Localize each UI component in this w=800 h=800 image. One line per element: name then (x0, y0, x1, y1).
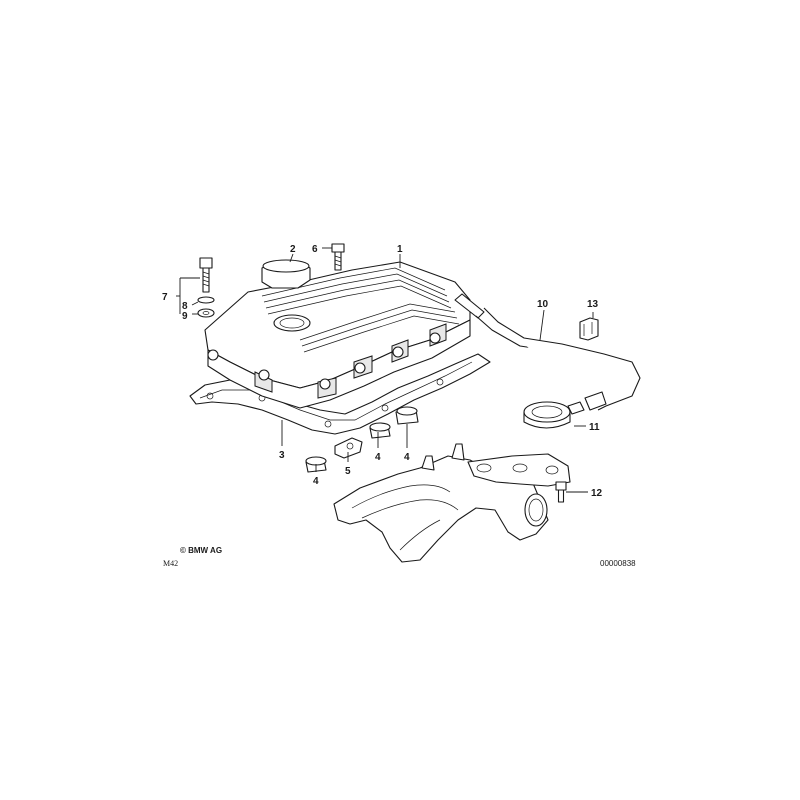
vent-hose[interactable] (475, 307, 641, 411)
callout-11: 11 (589, 422, 600, 433)
callout-labels: 1 2 3 4 4 4 5 6 7 8 9 10 11 12 13 (162, 244, 603, 499)
bolt-7[interactable] (199, 257, 213, 293)
seal-ring-4b[interactable] (369, 422, 391, 439)
cylinder-head-cover[interactable] (204, 261, 485, 409)
callout-6: 6 (312, 244, 318, 255)
leader-lines (176, 247, 594, 493)
footer: M42 © BMW AG 00000838 (163, 546, 636, 568)
callout-4b: 4 (375, 452, 381, 463)
oil-filler-cap[interactable] (261, 259, 311, 289)
grommet-9[interactable] (197, 308, 215, 318)
callout-1: 1 (397, 244, 403, 255)
seal-ring-4a[interactable] (305, 456, 327, 473)
callout-9: 9 (182, 311, 188, 322)
drawing-number: 00000838 (600, 559, 636, 568)
bolt-12[interactable] (555, 481, 567, 503)
intake-manifold[interactable] (333, 443, 571, 563)
callout-8: 8 (182, 301, 188, 312)
callout-5: 5 (345, 466, 351, 477)
pressure-control-valve[interactable] (523, 401, 585, 429)
callout-4c: 4 (404, 452, 410, 463)
callout-4a: 4 (313, 476, 319, 487)
seal-ring-4c[interactable] (395, 406, 419, 425)
copyright-notice: © BMW AG (180, 546, 222, 555)
callout-13: 13 (587, 299, 599, 310)
bolt-6[interactable] (331, 243, 345, 271)
clip[interactable] (579, 317, 599, 341)
callout-3: 3 (279, 450, 285, 461)
callout-2: 2 (290, 244, 296, 255)
model-code: M42 (163, 559, 178, 568)
callout-10: 10 (537, 299, 549, 310)
washer-8[interactable] (197, 296, 215, 304)
callout-7: 7 (162, 292, 168, 303)
callout-12: 12 (591, 488, 603, 499)
seal-5[interactable] (334, 437, 363, 459)
